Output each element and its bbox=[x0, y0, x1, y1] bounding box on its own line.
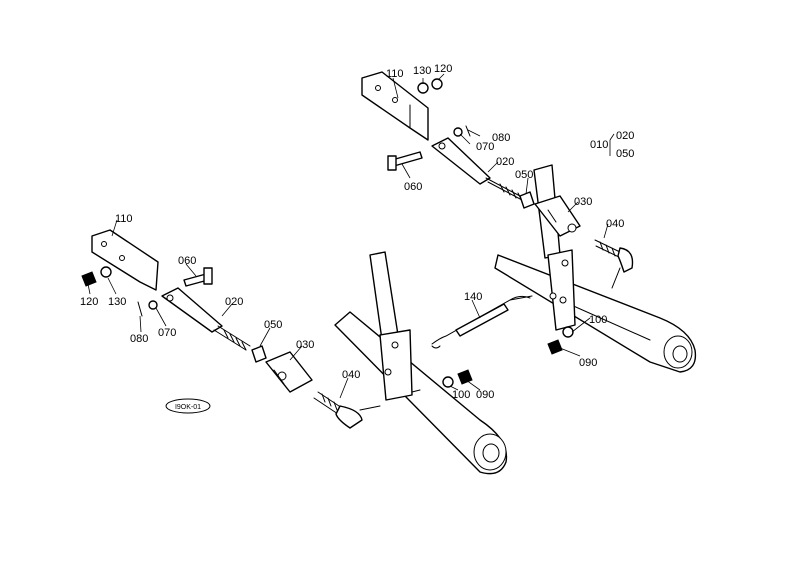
legend-020: 020 bbox=[616, 130, 634, 142]
callout-030-left: 030 bbox=[296, 339, 314, 351]
callout-130-left: 130 bbox=[108, 296, 126, 308]
callout-120-left: 120 bbox=[80, 296, 98, 308]
left-lower-link bbox=[334, 311, 508, 475]
cotter-pin-080-left bbox=[137, 301, 143, 317]
nut-090-lower bbox=[457, 369, 473, 385]
pin-060-left bbox=[183, 267, 213, 287]
callout-080-left: 080 bbox=[130, 333, 148, 345]
callout-140: 140 bbox=[464, 291, 482, 303]
callout-030-upper: 030 bbox=[574, 196, 592, 208]
nut-050-upper bbox=[519, 191, 535, 209]
rod-end-040-upper bbox=[594, 239, 634, 289]
leader-lines bbox=[87, 73, 615, 399]
nut-120-left bbox=[81, 271, 97, 287]
cotter-pin-080-upper bbox=[465, 125, 471, 137]
callout-040-upper: 040 bbox=[606, 218, 624, 230]
callout-130-upper: 130 bbox=[413, 65, 431, 77]
callouts: 110 130 120 080 070 020 060 050 030 040 … bbox=[80, 63, 634, 401]
washer-130-upper bbox=[417, 82, 429, 94]
reference-code-badge: I9OK-01 bbox=[165, 398, 211, 414]
callout-110-upper: 110 bbox=[386, 68, 404, 80]
nut-120-upper bbox=[431, 78, 443, 90]
callout-090-lower: 090 bbox=[476, 389, 494, 401]
left-bracket-110 bbox=[91, 229, 159, 291]
callout-040-left: 040 bbox=[342, 369, 360, 381]
callout-020-left: 020 bbox=[225, 296, 243, 308]
callout-120-upper: 120 bbox=[434, 63, 452, 75]
callout-050-upper: 050 bbox=[515, 169, 533, 181]
washer-070-left bbox=[148, 300, 158, 310]
callout-070-left: 070 bbox=[158, 327, 176, 339]
callout-060-left: 060 bbox=[178, 255, 196, 267]
reference-code: I9OK-01 bbox=[175, 404, 201, 411]
callout-080-upper: 080 bbox=[492, 132, 510, 144]
upper-bracket-110 bbox=[361, 71, 429, 141]
nut-090-upper bbox=[547, 339, 563, 355]
legend-010: 010 bbox=[590, 139, 608, 151]
upper-turnbuckle-020 bbox=[431, 137, 523, 202]
callout-060-upper: 060 bbox=[404, 181, 422, 193]
legend-050: 050 bbox=[616, 148, 634, 160]
rod-end-040-left bbox=[313, 391, 381, 429]
pin-060-upper bbox=[387, 151, 423, 171]
right-lower-link bbox=[494, 254, 697, 373]
lift-rod-sleeve-030-left bbox=[265, 351, 313, 393]
left-turnbuckle-020 bbox=[161, 287, 251, 351]
callout-070-upper: 070 bbox=[476, 141, 494, 153]
lift-rod-sleeve-030-upper bbox=[534, 195, 581, 237]
callout-090-upper: 090 bbox=[579, 357, 597, 369]
nut-050-left bbox=[251, 345, 267, 363]
washer-100-lower bbox=[442, 376, 454, 388]
spring-140 bbox=[431, 295, 533, 349]
callout-050-left: 050 bbox=[264, 319, 282, 331]
washer-130-left bbox=[100, 266, 112, 278]
left-lift-rod bbox=[369, 251, 421, 401]
right-lift-rod bbox=[533, 164, 576, 331]
callout-110-left: 110 bbox=[115, 213, 133, 225]
callout-020-upper: 020 bbox=[496, 156, 514, 168]
washer-100-upper bbox=[562, 326, 574, 338]
callout-100-lower: 100 bbox=[452, 389, 470, 401]
callout-100-upper: 100 bbox=[589, 314, 607, 326]
